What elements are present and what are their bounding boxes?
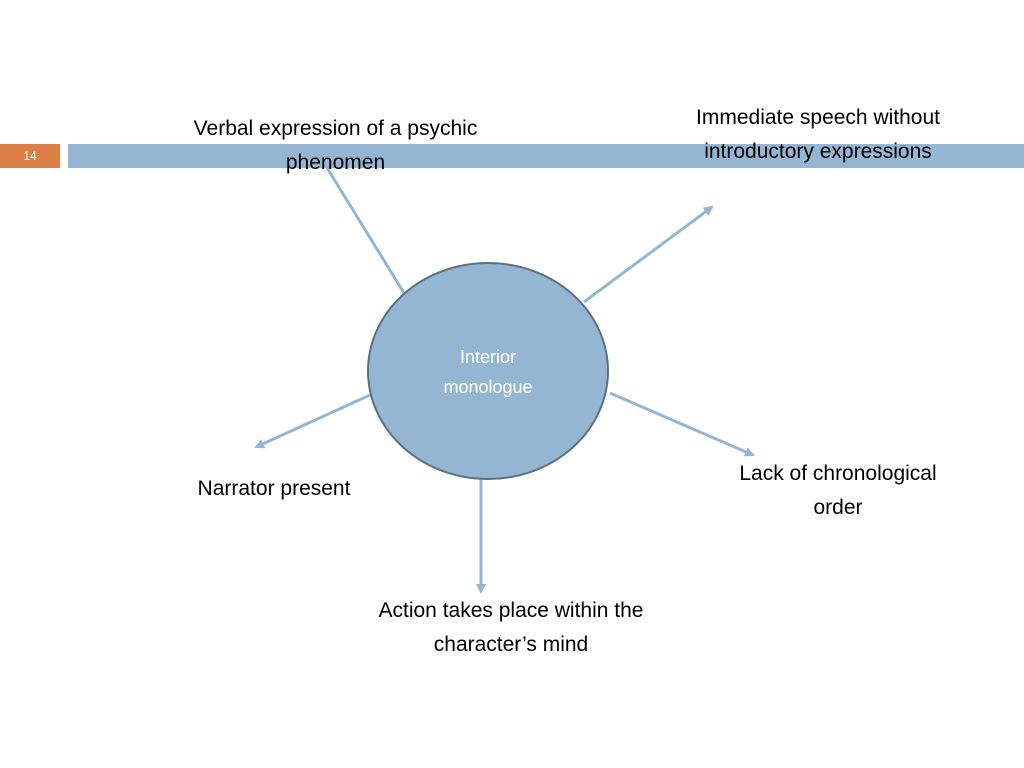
center-node-label-line1: Interior — [459, 347, 517, 367]
node-label-line: Action takes place within the — [378, 599, 644, 622]
node-label-line: Lack of chronological — [739, 462, 937, 485]
node-label-line: order — [813, 496, 863, 519]
center-node-label-line2: monologue — [443, 377, 533, 397]
node-label-verbal-expression: Verbal expression of a psychic phenomen — [148, 112, 523, 180]
node-label-line: Narrator present — [197, 477, 351, 500]
node-label-line: character’s mind — [433, 633, 589, 656]
node-label-line: phenomen — [285, 151, 386, 174]
node-label-line: Verbal expression of a psychic — [193, 117, 478, 140]
arrow-to-immediate — [583, 205, 714, 304]
center-node — [367, 262, 609, 480]
node-label-narrator-present: Narrator present — [160, 472, 388, 506]
slide-number: 14 — [23, 149, 37, 163]
arrow-to-lack — [609, 391, 755, 457]
node-label-action-within-mind: Action takes place within the character’… — [330, 594, 692, 662]
node-label-immediate-speech: Immediate speech without introductory ex… — [660, 101, 976, 169]
header-bar — [68, 144, 1024, 168]
node-label-line: Immediate speech without — [696, 106, 940, 129]
node-label-lack-of-chronological-order: Lack of chronological order — [700, 457, 976, 525]
arrow-to-narrator — [254, 393, 371, 449]
center-node-label: Interior monologue — [408, 342, 568, 402]
arrow-to-verbal — [319, 156, 406, 294]
slide-number-badge — [0, 144, 60, 168]
node-label-line: introductory expressions — [704, 140, 932, 163]
